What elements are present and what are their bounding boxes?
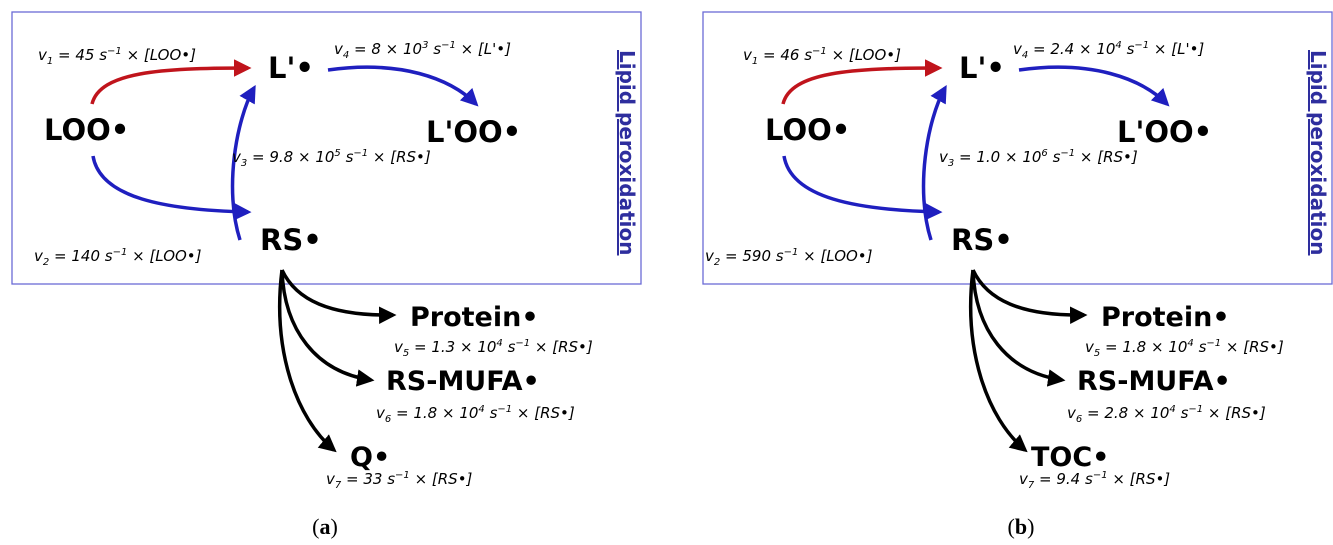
rate-v7: v7 = 9.4 s−1 × [RS•]	[1019, 470, 1170, 491]
rate-v6: v6 = 1.8 × 104 s−1 × [RS•]	[376, 404, 575, 425]
frame-label: Lipid peroxidation	[615, 50, 639, 256]
species-lprime: L'•	[959, 51, 1005, 85]
panel-label-b: (b)	[1008, 514, 1035, 539]
species-protein: Protein•	[1101, 302, 1230, 333]
panel-a: Lipid peroxidation LOO• L'• L'OO• RS• Pr…	[11, 11, 642, 539]
species-loo: LOO•	[765, 113, 850, 147]
species-lprime-oo: L'OO•	[426, 115, 521, 149]
rate-v2: v2 = 590 s−1 × [LOO•]	[705, 247, 873, 268]
arrow-v3	[921, 84, 947, 241]
arrow-v2	[91, 155, 252, 221]
rate-v4: v4 = 8 × 103 s−1 × [L'•]	[334, 40, 511, 61]
arrow-v6	[971, 269, 1066, 387]
rate-v3: v3 = 9.8 × 105 s−1 × [RS•]	[232, 148, 431, 169]
arrow-v1	[781, 59, 943, 105]
arrow-v5	[280, 269, 397, 324]
arrow-v5	[971, 269, 1088, 324]
lipid-peroxidation-frame	[702, 11, 1333, 285]
rate-v6: v6 = 2.8 × 104 s−1 × [RS•]	[1067, 404, 1266, 425]
arrow-v6	[280, 269, 375, 387]
species-rs: RS•	[951, 223, 1013, 257]
rate-v3: v3 = 1.0 × 106 s−1 × [RS•]	[939, 148, 1138, 169]
arrow-v2	[782, 155, 943, 221]
species-lprime-oo: L'OO•	[1117, 115, 1212, 149]
species-toc: TOC•	[1031, 442, 1109, 473]
species-rs-mufa: RS-MUFA•	[1077, 366, 1231, 397]
arrow-v3	[230, 84, 256, 241]
arrow-v4	[1018, 65, 1170, 107]
arrow-v1	[90, 59, 252, 105]
arrow-v7	[278, 269, 337, 453]
rate-v7: v7 = 33 s−1 × [RS•]	[326, 470, 473, 491]
panel-b: Lipid peroxidation LOO• L'• L'OO• RS• Pr…	[702, 11, 1333, 539]
rate-v1: v1 = 45 s−1 × [LOO•]	[38, 46, 196, 67]
frame-label: Lipid peroxidation	[1306, 50, 1330, 256]
rate-v4: v4 = 2.4 × 104 s−1 × [L'•]	[1013, 40, 1204, 61]
species-q: Q•	[350, 442, 390, 473]
species-rs: RS•	[260, 223, 322, 257]
panel-label-a: (a)	[312, 514, 338, 539]
arrow-v4	[327, 65, 479, 107]
rate-v2: v2 = 140 s−1 × [LOO•]	[34, 247, 202, 268]
species-loo: LOO•	[44, 113, 129, 147]
rate-v5: v5 = 1.8 × 104 s−1 × [RS•]	[1085, 338, 1284, 359]
species-lprime: L'•	[268, 51, 314, 85]
species-rs-mufa: RS-MUFA•	[386, 366, 540, 397]
species-protein: Protein•	[410, 302, 539, 333]
arrow-v7	[969, 269, 1028, 453]
rate-v1: v1 = 46 s−1 × [LOO•]	[743, 46, 901, 67]
rate-v5: v5 = 1.3 × 104 s−1 × [RS•]	[394, 338, 593, 359]
lipid-peroxidation-frame	[11, 11, 642, 285]
